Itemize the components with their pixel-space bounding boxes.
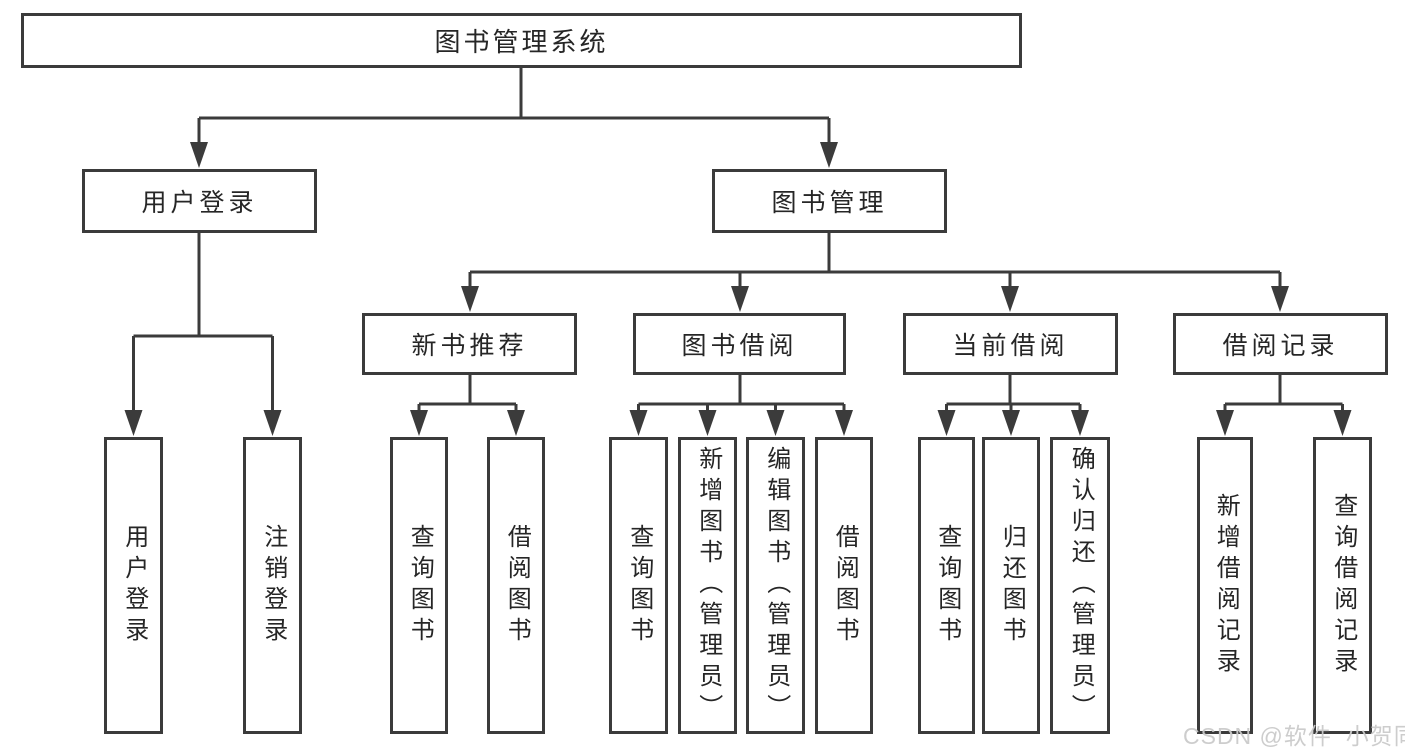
node-label: 图书借阅: [681, 332, 798, 360]
node-current-borrowing: 当前借阅: [903, 313, 1118, 375]
leaf-br-query-record: 查询借阅记录: [1313, 437, 1372, 734]
leaf-label: 用户登录: [120, 523, 148, 648]
leaf-bb-edit-books-admin: 编辑图书（管理员）: [746, 437, 805, 734]
leaf-label: 确认归还（管理员）: [1067, 446, 1095, 725]
leaf-logout: 注销登录: [243, 437, 302, 734]
leaf-label: 查询借阅记录: [1329, 492, 1357, 679]
node-label: 用户登录: [141, 189, 258, 217]
node-label: 当前借阅: [952, 332, 1069, 360]
leaf-user-login: 用户登录: [104, 437, 163, 734]
leaf-label: 查询图书: [406, 523, 434, 648]
leaf-label: 查询图书: [933, 523, 961, 648]
leaf-label: 归还图书: [998, 523, 1026, 648]
leaf-bb-query-books: 查询图书: [609, 437, 668, 734]
leaf-label: 编辑图书（管理员）: [762, 446, 790, 725]
leaf-label: 查询图书: [625, 523, 653, 648]
node-book-management: 图书管理: [712, 169, 947, 233]
leaf-cb-return-books: 归还图书: [982, 437, 1040, 734]
node-label: 借阅记录: [1222, 332, 1339, 360]
node-label: 图书管理系统: [434, 27, 609, 57]
leaf-label: 注销登录: [259, 523, 287, 648]
leaf-cb-query-books: 查询图书: [918, 437, 975, 734]
leaf-nb-borrow-books: 借阅图书: [487, 437, 545, 734]
leaf-cb-confirm-return-admin: 确认归还（管理员）: [1050, 437, 1110, 734]
node-new-book-recommend: 新书推荐: [362, 313, 577, 375]
node-library-management-system: 图书管理系统: [21, 13, 1022, 68]
node-user-login: 用户登录: [82, 169, 317, 233]
leaf-label: 借阅图书: [503, 523, 531, 648]
node-book-borrowing: 图书借阅: [633, 313, 846, 375]
csdn-watermark: CSDN @软件_小贺同学: [1183, 723, 1405, 747]
node-label: 图书管理: [771, 189, 888, 217]
leaf-label: 新增图书（管理员）: [694, 446, 722, 725]
leaf-br-add-record: 新增借阅记录: [1197, 437, 1253, 734]
leaf-bb-borrow-books: 借阅图书: [815, 437, 873, 734]
node-borrowing-records: 借阅记录: [1173, 313, 1388, 375]
leaf-nb-query-books: 查询图书: [390, 437, 448, 734]
leaf-bb-add-books-admin: 新增图书（管理员）: [678, 437, 737, 734]
leaf-label: 借阅图书: [831, 523, 859, 648]
leaf-label: 新增借阅记录: [1212, 492, 1240, 679]
node-label: 新书推荐: [411, 332, 528, 360]
